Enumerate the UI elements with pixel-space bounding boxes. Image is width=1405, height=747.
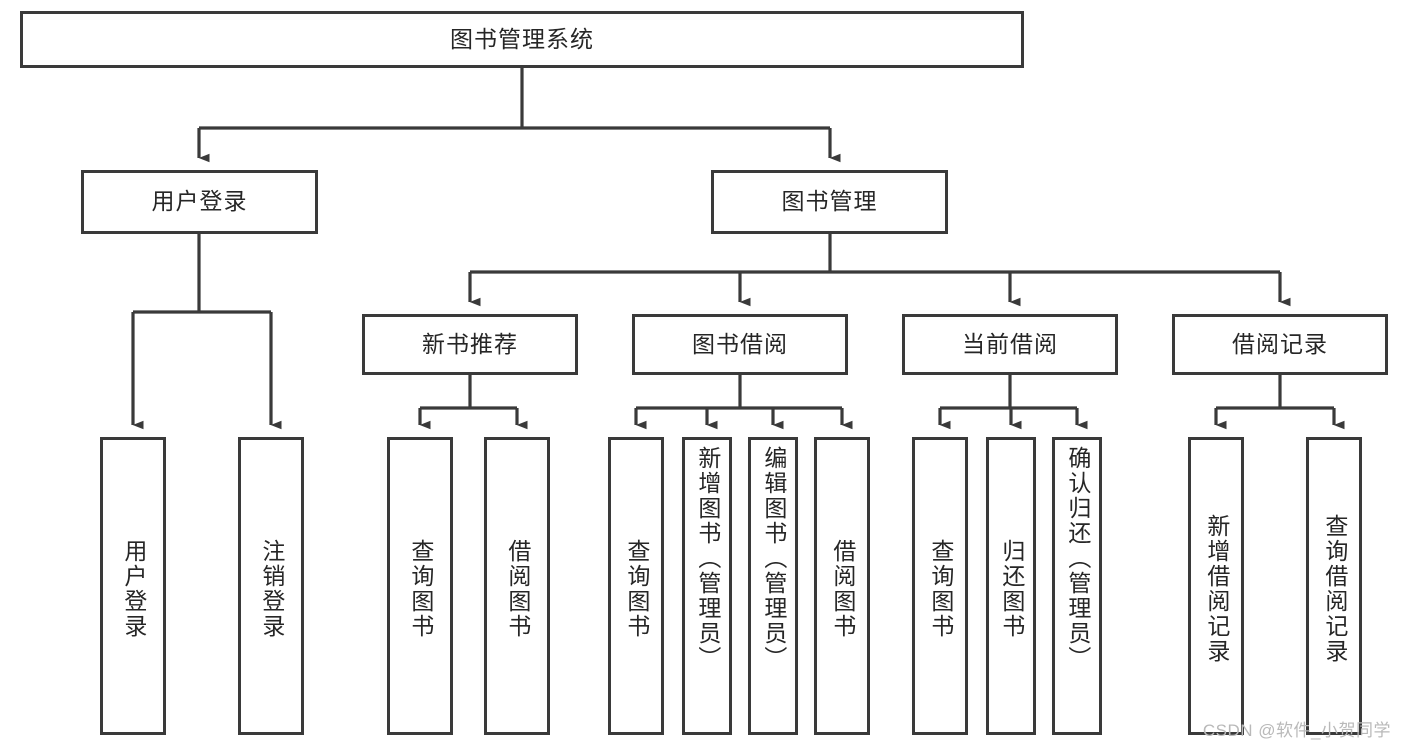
node-book-management[interactable]: 图书管理 [711,170,948,234]
node-leaf-query-book-2[interactable]: 查询图书 [608,437,664,735]
node-leaf-query-book-1[interactable]: 查询图书 [387,437,453,735]
node-label-current-borrow: 当前借阅 [962,330,1058,357]
node-label-leaf-user-login: 用户登录 [120,539,147,639]
node-label-leaf-add-book: 新增图书（管理员） [694,446,721,671]
node-label-book-management: 图书管理 [781,188,878,215]
node-label-leaf-return-book: 归还图书 [998,539,1025,639]
node-label-user-login: 用户登录 [151,188,248,215]
node-leaf-add-book[interactable]: 新增图书（管理员） [682,437,732,735]
node-label-leaf-confirm-return: 确认归还（管理员） [1064,446,1091,671]
node-leaf-user-login[interactable]: 用户登录 [100,437,166,735]
node-label-leaf-borrow-book-1: 借阅图书 [504,539,531,639]
node-book-borrow[interactable]: 图书借阅 [632,314,848,375]
node-label-leaf-edit-book: 编辑图书（管理员） [760,446,787,671]
node-leaf-return-book[interactable]: 归还图书 [986,437,1036,735]
node-leaf-borrow-book-2[interactable]: 借阅图书 [814,437,870,735]
node-user-login[interactable]: 用户登录 [81,170,318,234]
node-leaf-borrow-book-1[interactable]: 借阅图书 [484,437,550,735]
node-leaf-edit-book[interactable]: 编辑图书（管理员） [748,437,798,735]
node-label-new-book-recommend: 新书推荐 [422,330,518,357]
node-label-root: 图书管理系统 [450,25,594,52]
node-label-leaf-borrow-book-2: 借阅图书 [829,539,856,639]
node-current-borrow[interactable]: 当前借阅 [902,314,1118,375]
node-leaf-user-logout[interactable]: 注销登录 [238,437,304,735]
node-leaf-add-record[interactable]: 新增借阅记录 [1188,437,1244,735]
node-leaf-query-book-3[interactable]: 查询图书 [912,437,968,735]
node-label-leaf-query-book-2: 查询图书 [623,539,650,639]
node-label-leaf-user-logout: 注销登录 [258,539,285,639]
node-label-leaf-query-book-1: 查询图书 [407,539,434,639]
node-leaf-confirm-return[interactable]: 确认归还（管理员） [1052,437,1102,735]
node-leaf-query-record[interactable]: 查询借阅记录 [1306,437,1362,735]
node-new-book-recommend[interactable]: 新书推荐 [362,314,578,375]
node-label-book-borrow: 图书借阅 [692,330,788,357]
csdn-watermark: CSDN @软件_小贺同学 [1202,721,1391,740]
node-label-borrow-record: 借阅记录 [1232,330,1328,357]
node-root-system[interactable]: 图书管理系统 [20,11,1024,68]
node-label-leaf-query-book-3: 查询图书 [927,539,954,639]
node-label-leaf-query-record: 查询借阅记录 [1321,514,1348,664]
node-label-leaf-add-record: 新增借阅记录 [1203,514,1230,664]
node-borrow-record[interactable]: 借阅记录 [1172,314,1388,375]
